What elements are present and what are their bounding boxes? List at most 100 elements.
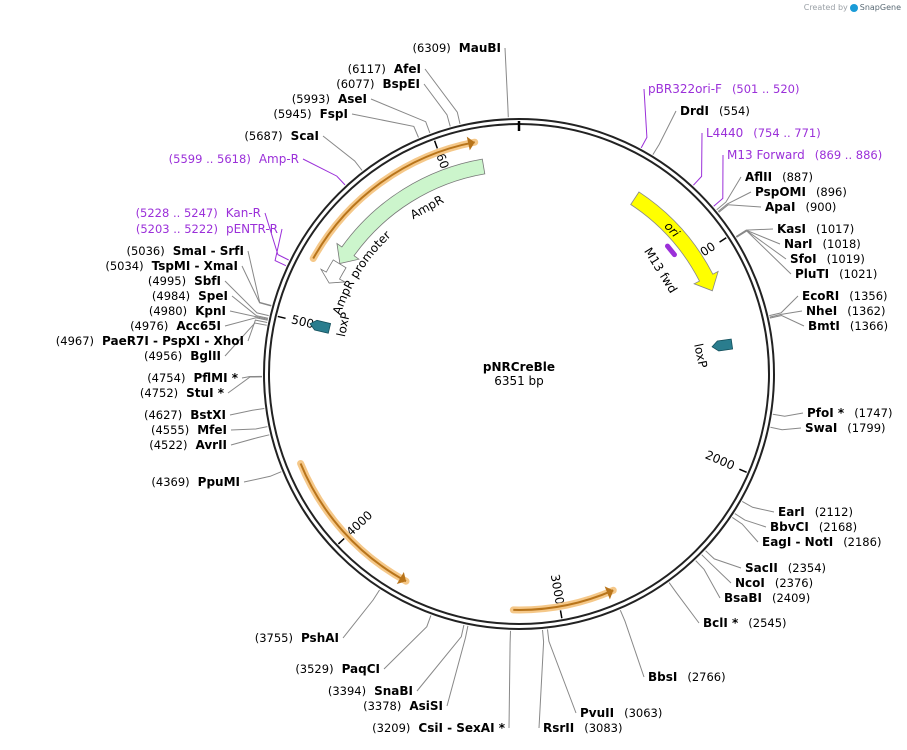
site-position: (2545): [748, 616, 786, 630]
site-position: (4627): [144, 408, 182, 422]
enzyme-name: AflII: [745, 170, 772, 184]
left-leader-26: [446, 625, 469, 707]
primer-name: M13 Forward: [727, 148, 805, 162]
site-position: (554): [719, 104, 750, 118]
site-position: (4976): [130, 319, 168, 333]
site-position: (4967): [56, 334, 94, 348]
left-label-26: (3378)AsiSI: [363, 699, 443, 713]
site-position: (2112): [815, 505, 853, 519]
orf-arrowhead-1: [604, 586, 614, 600]
right-label-22: BclI *(2545): [703, 616, 787, 630]
tick-2000: [739, 468, 747, 474]
site-position: (896): [816, 185, 847, 199]
enzyme-name: EagI - NotI: [762, 535, 833, 549]
primer-name: pENTR-R: [226, 222, 278, 236]
site-position: (2766): [687, 670, 725, 684]
primer-name: Kan-R: [226, 206, 261, 220]
right-leader-19: [705, 550, 742, 569]
left-leader-20: [230, 426, 268, 431]
left-leader-21: [230, 434, 270, 446]
right-label-12: NheI(1362): [806, 304, 885, 318]
tick-5000: [277, 315, 286, 320]
enzyme-name: PspOMI: [755, 185, 806, 199]
enzyme-name: BsaBI: [724, 591, 762, 605]
right-label-13: BmtI(1366): [808, 319, 888, 333]
enzyme-name: AfeI: [394, 62, 421, 76]
site-position: (4956): [144, 349, 182, 363]
right-label-7: KasI(1017): [777, 222, 854, 236]
right-leader-13: [769, 314, 805, 327]
site-position: (5228 .. 5247): [136, 206, 218, 220]
left-label-13: (4980)KpnI: [149, 304, 226, 318]
loxp-left-label: loxP: [334, 311, 353, 338]
right-leader-2: [693, 132, 703, 186]
left-label-14: (4976)Acc65I: [130, 319, 221, 333]
site-position: (754 .. 771): [753, 126, 821, 140]
site-position: (501 .. 520): [732, 82, 800, 96]
enzyme-name: SbfI: [194, 274, 221, 288]
enzyme-name: StuI *: [186, 386, 225, 400]
left-leader-4: [351, 113, 419, 138]
tick-label-2000: 2000: [703, 448, 737, 473]
site-position: (3209): [372, 721, 410, 735]
site-position: (2376): [775, 576, 813, 590]
tick-6000: [433, 140, 439, 149]
enzyme-name: BstXI: [190, 408, 226, 422]
loxp-arrow-shape: [711, 338, 734, 352]
tick-1000: [719, 237, 727, 243]
site-position: (887): [782, 170, 813, 184]
right-label-0: pBR322ori-F(501 .. 520): [648, 82, 799, 96]
right-leader-18: [732, 516, 759, 543]
enzyme-name: BspEI: [382, 77, 420, 91]
left-label-17: (4754)PflMI *: [147, 371, 239, 385]
enzyme-name: RsrII: [543, 721, 574, 735]
site-position: (5036): [126, 244, 164, 258]
right-label-10: PluTI(1021): [795, 267, 877, 281]
right-leader-10: [736, 230, 792, 275]
site-position: (5687): [244, 129, 282, 143]
enzyme-name: SmaI - SrfI: [173, 244, 244, 258]
enzyme-name: PpuMI: [198, 475, 240, 489]
left-leader-10: [241, 265, 272, 307]
right-leader-21: [695, 560, 721, 599]
left-leader-15: [247, 319, 268, 342]
left-leader-23: [342, 589, 381, 639]
site-position: (1017): [816, 222, 854, 236]
right-leader-6: [718, 204, 762, 213]
right-label-8: NarI(1018): [784, 237, 861, 251]
site-position: (4984): [152, 289, 190, 303]
left-leader-24: [383, 615, 432, 670]
site-position: (5203 .. 5222): [136, 222, 218, 236]
left-leader-2: [423, 83, 451, 127]
left-leader-19: [229, 408, 265, 416]
right-leader-1: [652, 110, 677, 155]
tick-4000: [337, 537, 345, 545]
site-position: (5034): [105, 259, 143, 273]
left-label-25: (3394)SnaBI: [328, 684, 413, 698]
left-label-20: (4555)MfeI: [151, 423, 227, 437]
right-label-24: PvuII(3063): [580, 706, 662, 720]
site-position: (1799): [847, 421, 885, 435]
right-leader-22: [668, 582, 700, 624]
enzyme-name: PshAI: [301, 631, 339, 645]
enzyme-name: AsiSI: [409, 699, 443, 713]
enzyme-name: BbsI: [648, 670, 677, 684]
right-leader-12: [769, 310, 803, 318]
left-label-9: (5036) SmaI - SrfI: [126, 244, 244, 258]
primer-name: L4440: [706, 126, 743, 140]
enzyme-name: EarI: [778, 505, 805, 519]
enzyme-name: PaqCI: [342, 662, 380, 676]
right-label-25: RsrII(3083): [543, 721, 622, 735]
loxp-arrow-shape: [309, 319, 332, 334]
site-position: (5599 .. 5618): [169, 152, 251, 166]
site-position: (4752): [140, 386, 178, 400]
left-leader-11: [224, 280, 269, 317]
site-position: (900): [805, 200, 836, 214]
left-leader-13: [229, 310, 269, 320]
m13-fwd-site: [665, 243, 677, 258]
loxp-right-arrow: [711, 338, 734, 352]
site-position: (1018): [823, 237, 861, 251]
enzyme-name: PaeR7I - PspXI - XhoI: [102, 334, 244, 348]
left-label-24: (3529)PaqCI: [295, 662, 380, 676]
